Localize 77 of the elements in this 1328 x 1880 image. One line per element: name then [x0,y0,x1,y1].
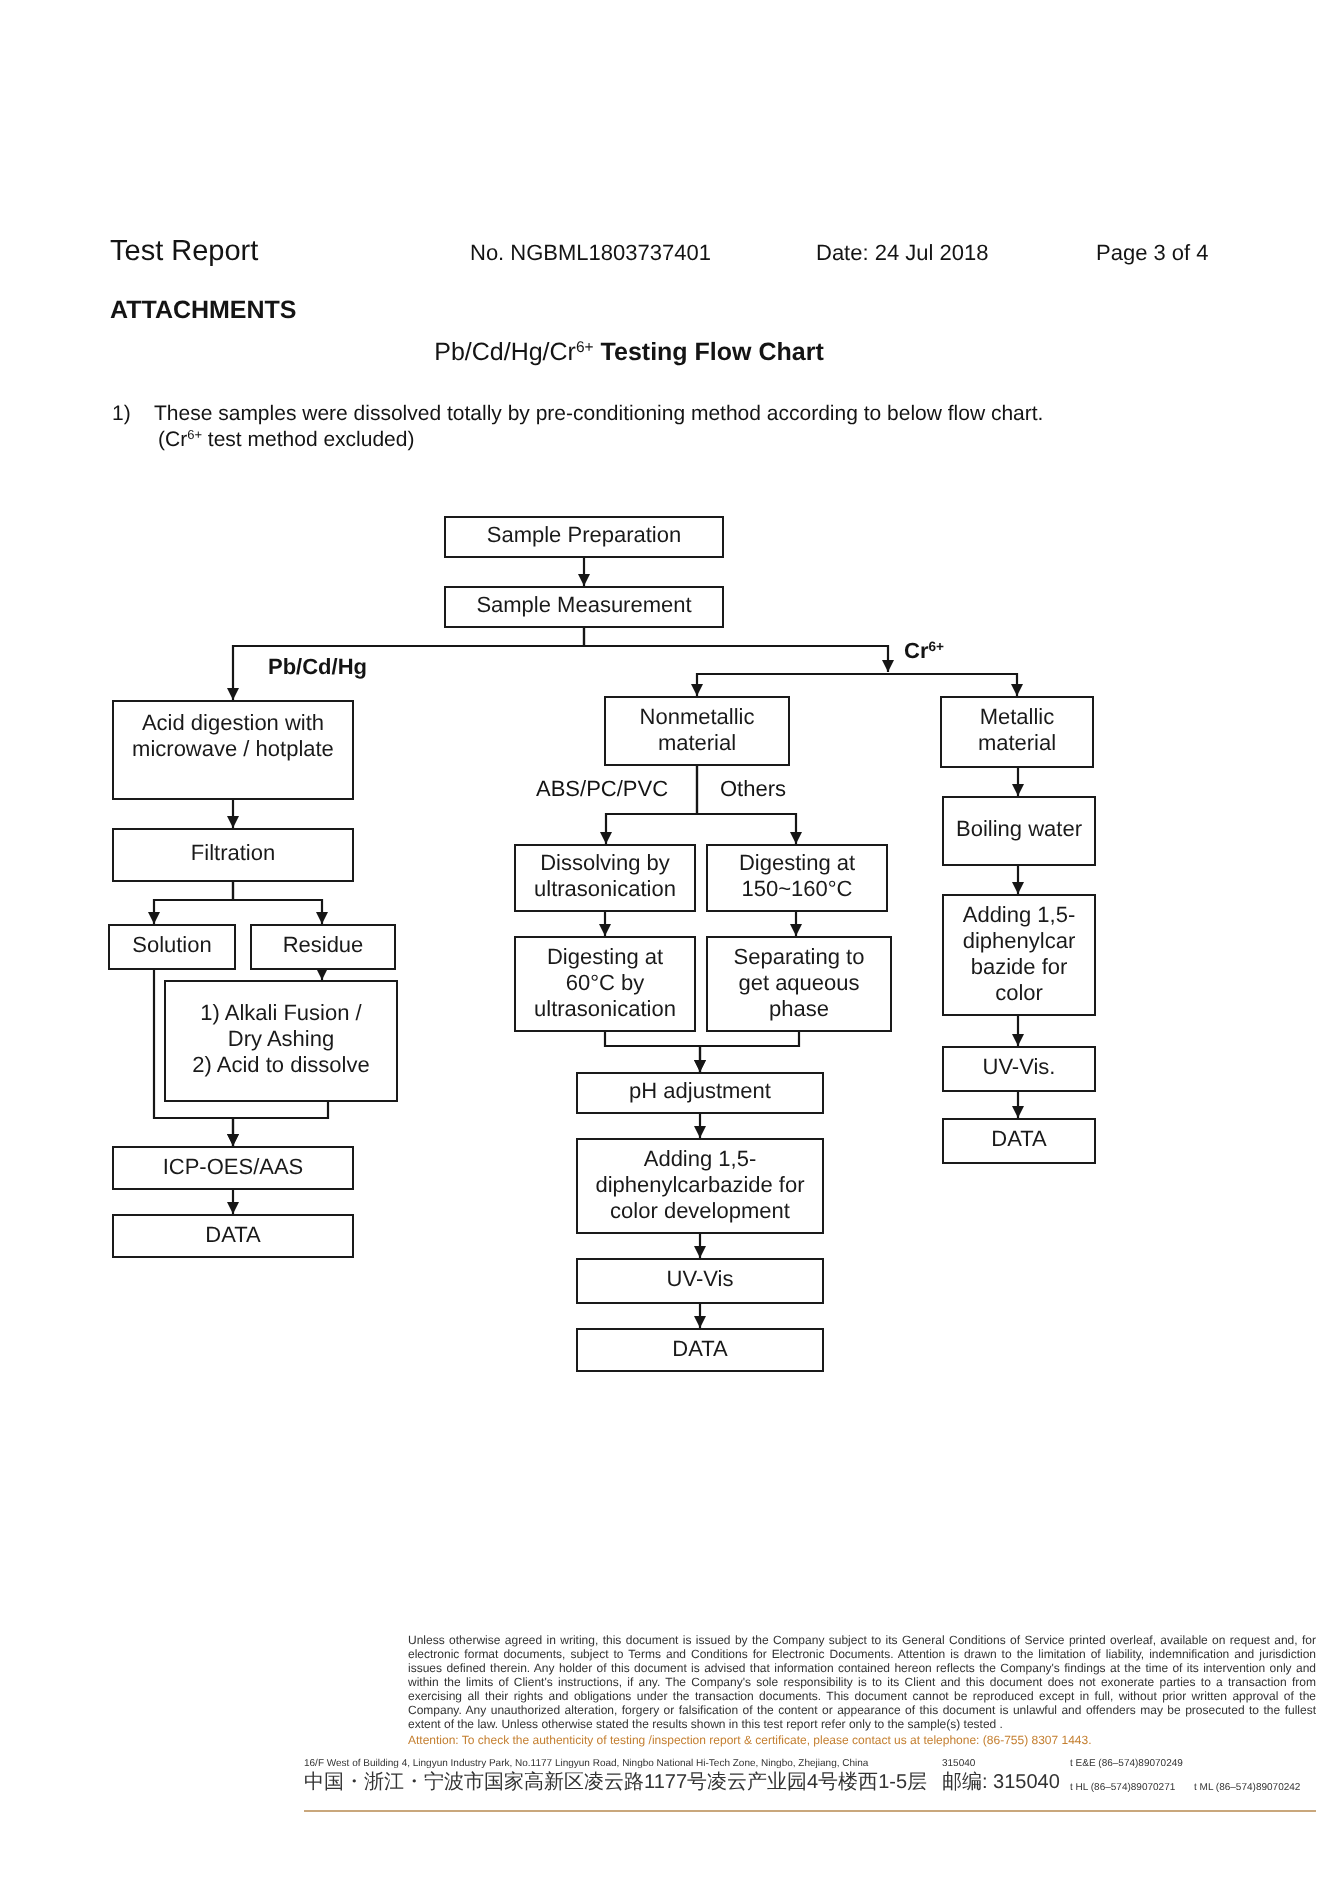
chart-title: Pb/Cd/Hg/Cr$^{6+}$ Testing Flow Chart [434,338,824,368]
process-box [108,924,236,970]
process-box [514,936,696,1032]
arrow [1012,866,1024,894]
arrow [227,1102,330,1146]
arrow [694,1234,706,1258]
step-text: Adding 1,5-diphenylcarbazide for color [960,903,1078,1007]
process-box [112,1146,354,1190]
process-box [942,894,1096,1016]
step-text: Separating to get aqueous phase [731,945,867,1023]
arrow [691,672,888,696]
process-box [514,844,696,912]
step-text: Residue [282,934,364,960]
step-text: Dissolving by ultrasonication [532,852,678,904]
step-text: DATA [205,1223,261,1249]
report-date: Date: 24 Jul 2018 [816,242,989,268]
step-text: pH adjustment [629,1080,771,1106]
arrow [227,628,586,700]
arrow [790,912,802,936]
step-text: DATA [991,1128,1047,1154]
step-text: DATA [672,1337,728,1363]
step-text: Digesting at 60°C by ultrasonication [532,945,678,1023]
arrow [1012,1092,1024,1118]
arrow [227,1190,239,1214]
step-text: Adding 1,5-diphenylcarbazide for color development [593,1147,807,1225]
report-number: No. NGBML1803737401 [470,242,711,268]
process-box [112,700,354,800]
arrow [694,1114,706,1138]
step-text: 2) Acid to dissolve [192,1054,370,1080]
step-text: Acid digestion with microwave / hotplate [130,712,336,764]
process-box [576,1072,824,1114]
note-text: (Cr$^{6+}$ test method excluded) [158,428,415,452]
step-text: 1) Alkali Fusion / Dry Ashing [198,1002,364,1054]
process-box [942,1118,1096,1164]
process-box [444,586,724,628]
note-text: These samples were dissolved totally by pre-conditioning method according to below flow chart. [154,402,1044,426]
arrow [694,1032,801,1072]
process-box [942,1046,1096,1092]
page-number: Page 3 of 4 [1096,242,1209,268]
arrow [316,968,328,980]
step-text: ICP-OES/AAS [162,1155,304,1181]
step-text: Sample Preparation [486,524,682,550]
arrow [1012,1016,1024,1046]
process-box [604,696,790,766]
step-text: Filtration [190,842,276,868]
process-box [112,828,354,882]
arrow [695,766,802,844]
process-box [576,1138,824,1234]
arrow [599,912,611,936]
step-text: UV-Vis [666,1268,734,1294]
section-heading: ATTACHMENTS [110,296,297,326]
report-heading: Test Report [110,236,259,270]
address-text: 中国・浙江・宁波市国家高新区凌云路1177号凌云产业园4号楼西1-5层 [304,1772,930,1796]
process-box [706,936,892,1032]
process-box [576,1328,824,1372]
process-box [164,980,398,1102]
list-number: 1) [112,402,131,426]
arrow [1012,768,1024,796]
process-box [940,696,1094,768]
process-box [112,1214,354,1258]
process-box [576,1258,824,1304]
process-box [250,924,396,970]
process-box [444,516,724,558]
step-text: Nonmetallic material [637,705,757,757]
arrow [231,882,328,924]
postal-code: 邮编: 315040 [942,1772,1062,1796]
step-text: Digesting at 150~160°C [736,852,858,904]
step-text: Boiling water [956,818,1082,844]
step-text: UV-Vis. [982,1056,1056,1082]
step-text: Solution [132,934,212,960]
process-box [942,796,1096,866]
edge-label: Pb/Cd/Hg [268,656,367,682]
process-box [706,844,888,912]
arrow [694,1304,706,1328]
step-text: Sample Measurement [476,594,692,620]
arrow [227,800,239,828]
step-text: Metallic material [975,706,1059,758]
